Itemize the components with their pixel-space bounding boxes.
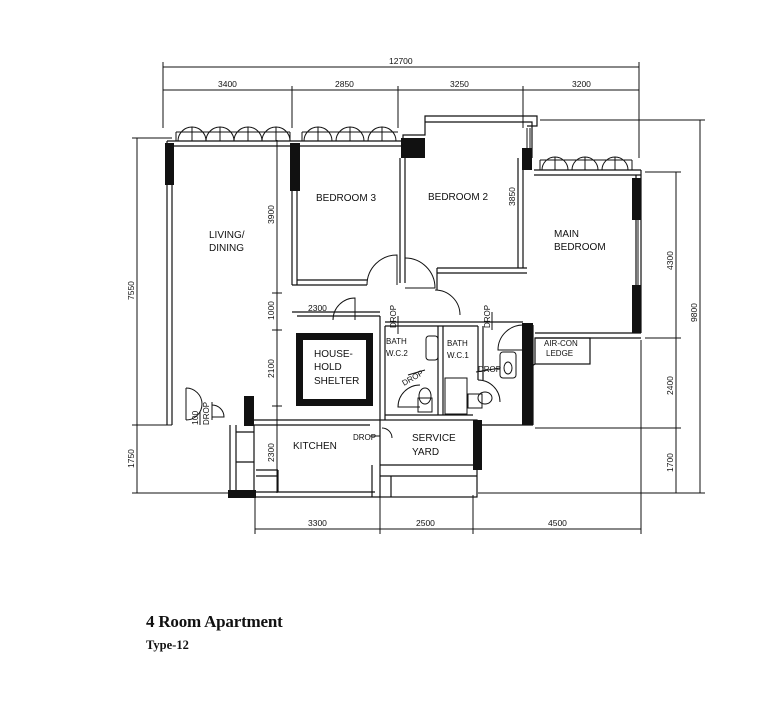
bottom-dimension-lines	[254, 340, 642, 534]
dim-shelter-width: 2300	[308, 303, 327, 313]
inner-dimension-lines	[199, 140, 282, 493]
drop-label: DROP	[389, 305, 398, 328]
dim-left-1: 7550	[126, 281, 136, 300]
drop-label: DROP	[478, 365, 501, 374]
label-service-line2: YARD	[412, 447, 439, 458]
fixtures	[211, 312, 517, 437]
top-dimension-lines	[162, 62, 640, 158]
drop-label: DROP	[353, 433, 376, 442]
dim-top-3: 3250	[450, 79, 469, 89]
doors	[185, 254, 524, 439]
right-dimension-lines	[478, 119, 705, 494]
dim-inner-2: 1000	[266, 301, 276, 320]
label-bath2-line2: W.C.2	[386, 349, 408, 358]
drop-label: DROP	[483, 305, 492, 328]
dim-right-2: 2400	[665, 376, 675, 395]
label-kitchen: KITCHEN	[293, 441, 337, 452]
label-main-line1: MAIN	[554, 229, 579, 240]
dim-top-total: 12700	[389, 56, 413, 66]
dim-inner-3: 2100	[266, 359, 276, 378]
dim-top-2: 2850	[335, 79, 354, 89]
dim-bedroom2-height: 3850	[507, 187, 517, 206]
label-bath1-line2: W.C.1	[447, 351, 469, 360]
dim-inner-1: 3900	[266, 205, 276, 224]
interior-walls	[236, 158, 527, 492]
exterior-walls	[166, 115, 642, 498]
dim-bottom-2: 2500	[416, 518, 435, 528]
label-aircon-line2: LEDGE	[546, 349, 573, 358]
drop-label: DROP	[401, 368, 426, 387]
household-shelter	[296, 333, 373, 406]
dim-left-2: 1750	[126, 449, 136, 468]
label-living-line2: DINING	[209, 243, 244, 254]
label-bedroom3: BEDROOM 3	[316, 193, 376, 204]
left-dimension-lines	[132, 137, 236, 494]
dim-right-total: 9800	[689, 303, 699, 322]
plan-title: 4 Room Apartment	[146, 612, 283, 631]
windows-right-block	[526, 128, 531, 160]
dim-top-1: 3400	[218, 79, 237, 89]
drop-label: DROP	[202, 402, 211, 425]
label-aircon-line1: AIR-CON	[544, 339, 578, 348]
label-service-line1: SERVICE	[412, 433, 456, 444]
windows-living	[175, 126, 291, 142]
structural-columns	[165, 138, 641, 498]
dim-right-1: 4300	[665, 251, 675, 270]
dim-top-4: 3200	[572, 79, 591, 89]
windows-main-bedroom	[539, 156, 633, 171]
label-shelter-line2: HOLD	[314, 362, 342, 373]
dim-bottom-1: 3300	[308, 518, 327, 528]
label-bedroom2: BEDROOM 2	[428, 192, 488, 203]
dimension-labels: 12700 3400 2850 3250 3200 3300 2500 4500…	[126, 56, 699, 528]
label-shelter-line1: HOUSE-	[314, 349, 353, 360]
room-labels: LIVING/ DINING BEDROOM 3 BEDROOM 2 MAIN …	[209, 192, 606, 458]
windows-bedroom3	[301, 126, 398, 142]
label-bath2-line1: BATH	[386, 337, 407, 346]
dim-inner-5: 100	[190, 411, 200, 425]
plan-subtitle: Type-12	[146, 638, 189, 652]
dim-bottom-3: 4500	[548, 518, 567, 528]
dim-inner-4: 2300	[266, 443, 276, 462]
label-main-line2: BEDROOM	[554, 242, 606, 253]
label-bath1-line1: BATH	[447, 339, 468, 348]
dim-right-3: 1700	[665, 453, 675, 472]
label-living-line1: LIVING/	[209, 230, 245, 241]
label-shelter-line3: SHELTER	[314, 376, 359, 387]
